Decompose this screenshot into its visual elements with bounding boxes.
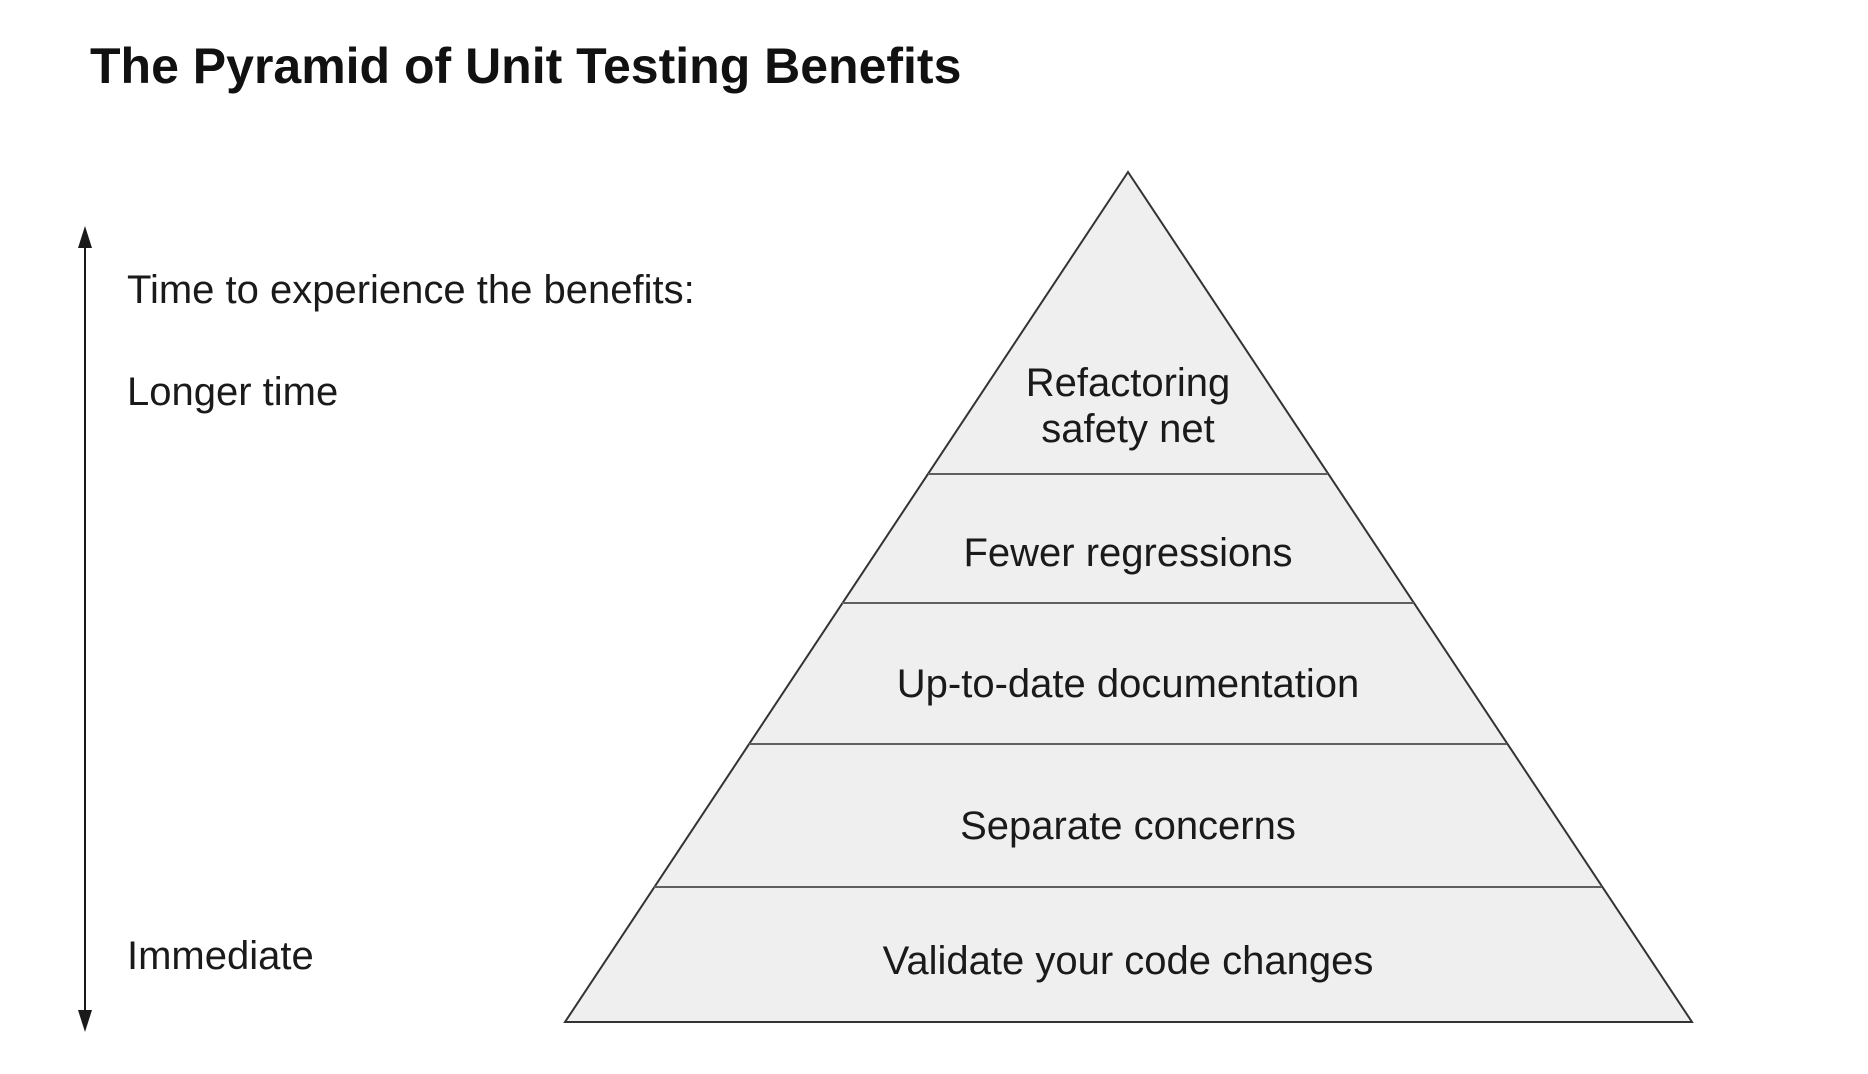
arrowhead-up-icon xyxy=(78,226,92,248)
pyramid-shape xyxy=(563,170,1694,1023)
arrowhead-down-icon xyxy=(78,1010,92,1032)
pyramid-layer-label-separate-concerns: Separate concerns xyxy=(960,804,1296,848)
axis-label-immediate: Immediate xyxy=(127,934,314,978)
axis-label-longer-time: Longer time xyxy=(127,370,339,414)
pyramid-layer-label-fewer-regressions: Fewer regressions xyxy=(963,531,1292,575)
pyramid-layer-label-validate-your-code-changes: Validate your code changes xyxy=(883,939,1374,983)
pyramid-layer-label-refactoring-line1: Refactoring xyxy=(1026,361,1231,405)
axis-caption: Time to experience the benefits: xyxy=(127,268,695,312)
page-title: The Pyramid of Unit Testing Benefits xyxy=(90,38,962,94)
pyramid-layer-label-up-to-date-documentation: Up-to-date documentation xyxy=(897,662,1360,706)
pyramid-layer-label-refactoring-line2: safety net xyxy=(1041,407,1214,451)
